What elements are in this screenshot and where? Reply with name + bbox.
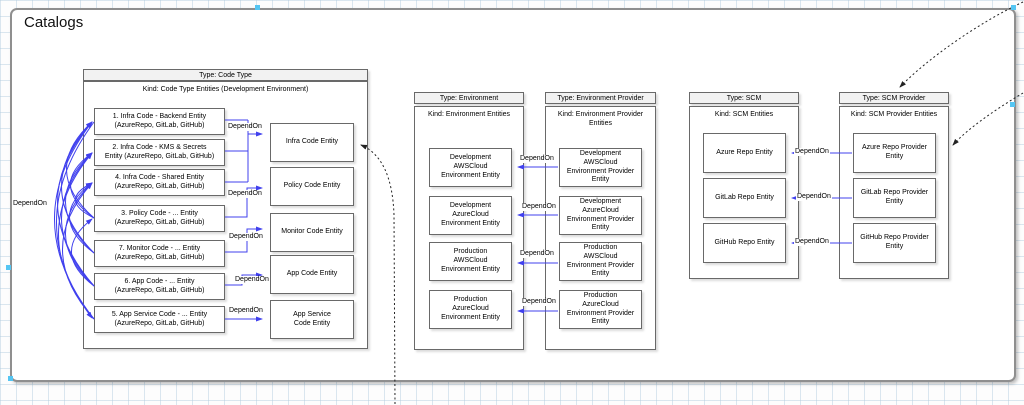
group-header-scm[interactable]: Type: SCM — [689, 92, 799, 104]
entity-policy-code-target[interactable]: Policy Code Entity — [270, 167, 354, 206]
entity-app-service-code-target[interactable]: App Service Code Entity — [270, 300, 354, 339]
kind-label: Kind: Environment Entities — [427, 111, 511, 118]
entity-github-repo[interactable]: GitHub Repo Entity — [703, 223, 786, 263]
group-header-scm-provider[interactable]: Type: SCM Provider — [839, 92, 949, 104]
group-header-label: Type: Environment Provider — [557, 94, 644, 102]
entity-label: Production AzureCloud Environment Provid… — [566, 292, 635, 326]
entity-dev-azure-environment[interactable]: Development AzureCloud Environment Entit… — [429, 196, 512, 235]
entity-azure-repo-provider[interactable]: Azure Repo Provider Entity — [853, 133, 936, 173]
depend-on-label: DependOn — [227, 190, 263, 198]
depend-on-label: DependOn — [228, 233, 264, 241]
entity-label: Development AWSCloud Environment Entity — [441, 154, 500, 179]
page-title: Catalogs — [24, 14, 84, 31]
depend-on-label: DependOn — [12, 200, 48, 208]
entity-label: 1. Infra Code - Backend Entity (AzureRep… — [112, 112, 207, 129]
entity-gitlab-repo-provider[interactable]: GitLab Repo Provider Entity — [853, 178, 936, 218]
connection-handle[interactable] — [1011, 5, 1016, 10]
entity-prod-aws-environment[interactable]: Production AWSCloud Environment Entity — [429, 242, 512, 281]
entity-infra-code-kms-secrets[interactable]: 2. Infra Code - KMS & Secrets Entity (Az… — [94, 139, 225, 166]
entity-infra-code-backend[interactable]: 1. Infra Code - Backend Entity (AzureRep… — [94, 108, 225, 135]
depend-on-label: DependOn — [227, 123, 263, 131]
entity-label: 4. Infra Code - Shared Entity (AzureRepo… — [114, 173, 205, 190]
entity-app-service-code[interactable]: 5. App Service Code - ... Entity (AzureR… — [94, 306, 225, 333]
kind-label: Kind: SCM Entities — [714, 111, 774, 118]
entity-label: GitHub Repo Entity — [714, 238, 775, 246]
group-header-environment[interactable]: Type: Environment — [414, 92, 524, 104]
entity-label: GitHub Repo Provider Entity — [860, 234, 929, 250]
group-header-label: Type: SCM Provider — [862, 94, 926, 102]
entity-infra-code[interactable]: Infra Code Entity — [270, 123, 354, 162]
entity-dev-aws-environment[interactable]: Development AWSCloud Environment Entity — [429, 148, 512, 187]
entity-label: Infra Code Entity — [285, 138, 339, 146]
entity-label: Azure Repo Entity — [716, 148, 773, 156]
entity-dev-azure-environment-provider[interactable]: Development AzureCloud Environment Provi… — [559, 196, 642, 235]
entity-monitor-code-target[interactable]: Monitor Code Entity — [270, 213, 354, 252]
entity-github-repo-provider[interactable]: GitHub Repo Provider Entity — [853, 223, 936, 263]
entity-label: Development AzureCloud Environment Entit… — [441, 202, 500, 227]
entity-label: App Code Entity — [286, 270, 338, 278]
entity-prod-aws-environment-provider[interactable]: Production AWSCloud Environment Provider… — [559, 242, 642, 281]
entity-label: Azure Repo Provider Entity — [862, 144, 927, 160]
entity-label: 7. Monitor Code - ... Entity (AzureRepo,… — [114, 244, 205, 261]
entity-infra-code-shared[interactable]: 4. Infra Code - Shared Entity (AzureRepo… — [94, 169, 225, 196]
entity-dev-aws-environment-provider[interactable]: Development AWSCloud Environment Provide… — [559, 148, 642, 187]
depend-on-label: DependOn — [228, 307, 264, 315]
connection-handle[interactable] — [1010, 102, 1015, 107]
depend-on-label: DependOn — [794, 148, 830, 156]
connection-handle[interactable] — [255, 5, 260, 10]
entity-prod-azure-environment-provider[interactable]: Production AzureCloud Environment Provid… — [559, 290, 642, 329]
entity-label: GitLab Repo Entity — [715, 193, 774, 201]
group-header-environment-provider[interactable]: Type: Environment Provider — [545, 92, 656, 104]
entity-monitor-code[interactable]: 7. Monitor Code - ... Entity (AzureRepo,… — [94, 240, 225, 267]
entity-label: 5. App Service Code - ... Entity (AzureR… — [111, 310, 208, 327]
entity-label: Production AzureCloud Environment Entity — [441, 296, 500, 321]
depend-on-label: DependOn — [519, 250, 555, 258]
depend-on-label: DependOn — [521, 203, 557, 211]
depend-on-label: DependOn — [519, 155, 555, 163]
group-header-code-type[interactable]: Type: Code Type — [83, 69, 368, 81]
entity-gitlab-repo[interactable]: GitLab Repo Entity — [703, 178, 786, 218]
depend-on-label: DependOn — [521, 298, 557, 306]
depend-on-label: DependOn — [796, 193, 832, 201]
entity-app-code-target[interactable]: App Code Entity — [270, 255, 354, 294]
entity-label: Development AWSCloud Environment Provide… — [566, 150, 635, 184]
depend-on-label: DependOn — [234, 276, 270, 284]
group-header-label: Type: Code Type — [199, 71, 252, 79]
entity-label: Development AzureCloud Environment Provi… — [566, 198, 635, 232]
entity-label: App Service Code Entity — [293, 310, 331, 327]
entity-label: 6. App Code - ... Entity (AzureRepo, Git… — [114, 277, 205, 294]
entity-azure-repo[interactable]: Azure Repo Entity — [703, 133, 786, 173]
entity-app-code[interactable]: 6. App Code - ... Entity (AzureRepo, Git… — [94, 273, 225, 300]
entity-label: 3. Policy Code - ... Entity (AzureRepo, … — [114, 209, 205, 226]
entity-label: GitLab Repo Provider Entity — [860, 189, 929, 205]
depend-on-label: DependOn — [794, 238, 830, 246]
entity-label: Policy Code Entity — [283, 182, 341, 190]
connection-handle[interactable] — [6, 265, 11, 270]
entity-label: Production AWSCloud Environment Provider… — [566, 244, 635, 278]
entity-prod-azure-environment[interactable]: Production AzureCloud Environment Entity — [429, 290, 512, 329]
kind-label: Kind: Environment Provider Entities — [557, 111, 644, 127]
kind-label: Kind: SCM Provider Entities — [850, 111, 938, 118]
entity-label: Monitor Code Entity — [281, 228, 343, 236]
entity-label: Production AWSCloud Environment Entity — [441, 248, 500, 273]
entity-policy-code[interactable]: 3. Policy Code - ... Entity (AzureRepo, … — [94, 205, 225, 232]
group-header-label: Type: SCM — [726, 94, 762, 102]
connection-handle[interactable] — [8, 376, 13, 381]
kind-label: Kind: Code Type Entities (Development En… — [142, 86, 309, 93]
group-header-label: Type: Environment — [439, 94, 499, 102]
entity-label: 2. Infra Code - KMS & Secrets Entity (Az… — [104, 143, 215, 160]
